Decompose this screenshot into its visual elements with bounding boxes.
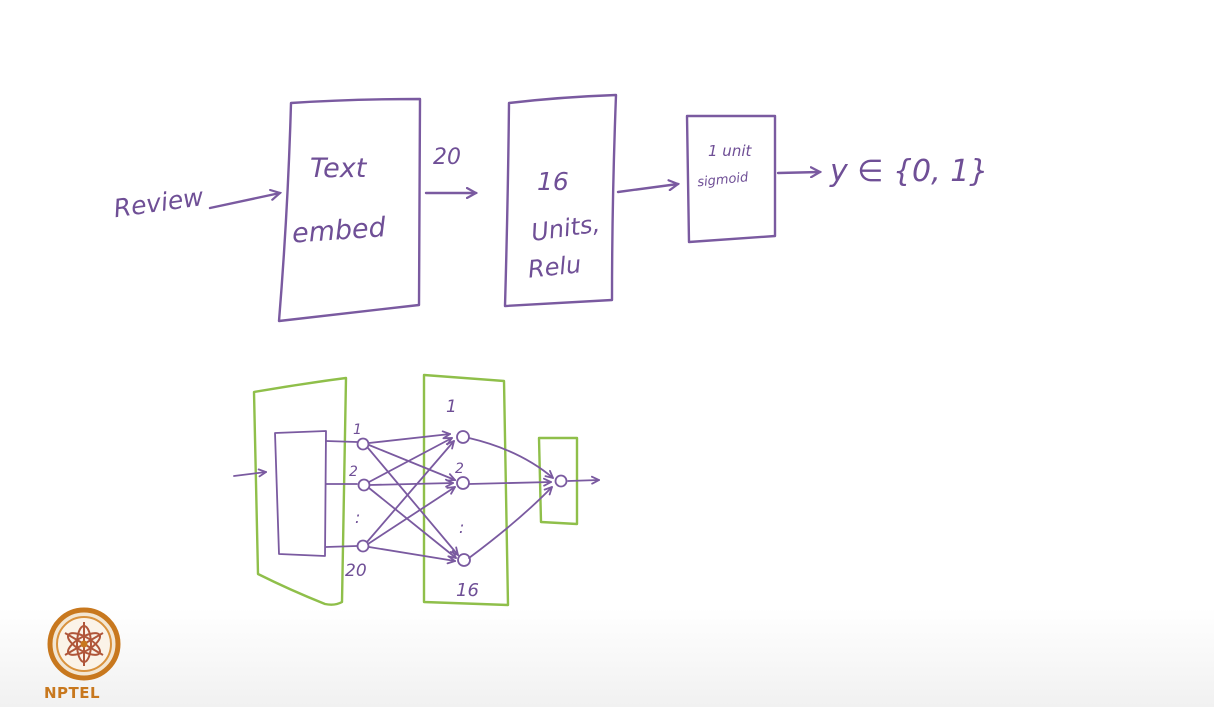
dense-to-sigmoid-arrow [616,184,678,194]
embed-layer-box [252,376,348,606]
input-node-1 [356,437,370,451]
edge-i1-h1 [368,434,450,444]
input-node-label-20: 20 [345,561,367,581]
embed-input-arrow [233,472,266,476]
hidden-node-2 [456,476,470,490]
edge-h3-o [468,487,552,559]
edge-i2-h2 [369,483,453,485]
hidden-node-label-dots: : [459,518,464,537]
review-label: Review [112,182,206,223]
output-label: y ∈ {0, 1} [829,154,988,189]
sigmoid-label-line1: 1 unit [708,142,752,160]
connector-3 [325,545,358,548]
edge-i3-h2 [367,487,455,545]
output-arrow [567,480,599,481]
input-node-2 [357,478,371,492]
input-node-label-2: 2 [349,464,358,480]
input-node-label-dots: : [355,508,360,527]
hidden-node-label-16: 16 [456,580,479,601]
output-layer-box [537,436,579,526]
nptel-logo-text: NPTEL [44,684,101,702]
edge-h1-o [468,437,553,478]
text-embed-box [277,97,422,323]
input-node-20 [356,539,370,553]
edge-i3-h3 [368,546,455,561]
hidden-node-label-1: 1 [446,397,457,417]
sigmoid-output-arrow [776,172,820,173]
edge-i3-h1 [366,441,454,543]
hidden-layer-box [422,373,510,607]
edge-i2-h3 [368,487,456,558]
nptel-logo-icon [47,607,121,681]
edge-i1-h3 [367,447,458,555]
dense-label-line1: 16 [537,167,569,196]
input-node-label-1: 1 [353,422,362,438]
edge-h2-o [468,482,551,484]
text-embed-label-line1: Text [310,153,368,184]
dense-label-line2: Units, [529,210,601,247]
embed-dim-label: 20 [433,145,461,170]
dense-16-relu-box [503,93,618,308]
output-node [554,474,568,488]
text-embed-label-line2: embed [291,212,388,250]
dense-label-line3: Relu [527,250,583,283]
edge-i2-h1 [368,438,452,483]
hidden-node-1 [456,430,470,444]
hidden-node-label-2: 2 [455,461,464,477]
hidden-node-16 [457,553,471,567]
sigmoid-unit-box [685,114,777,244]
connector-1 [325,440,358,443]
review-arrow [208,193,280,210]
embedding-vector-box [274,430,327,557]
edge-i1-h2 [368,444,455,480]
sigmoid-label-line2: sigmoid [697,170,750,190]
